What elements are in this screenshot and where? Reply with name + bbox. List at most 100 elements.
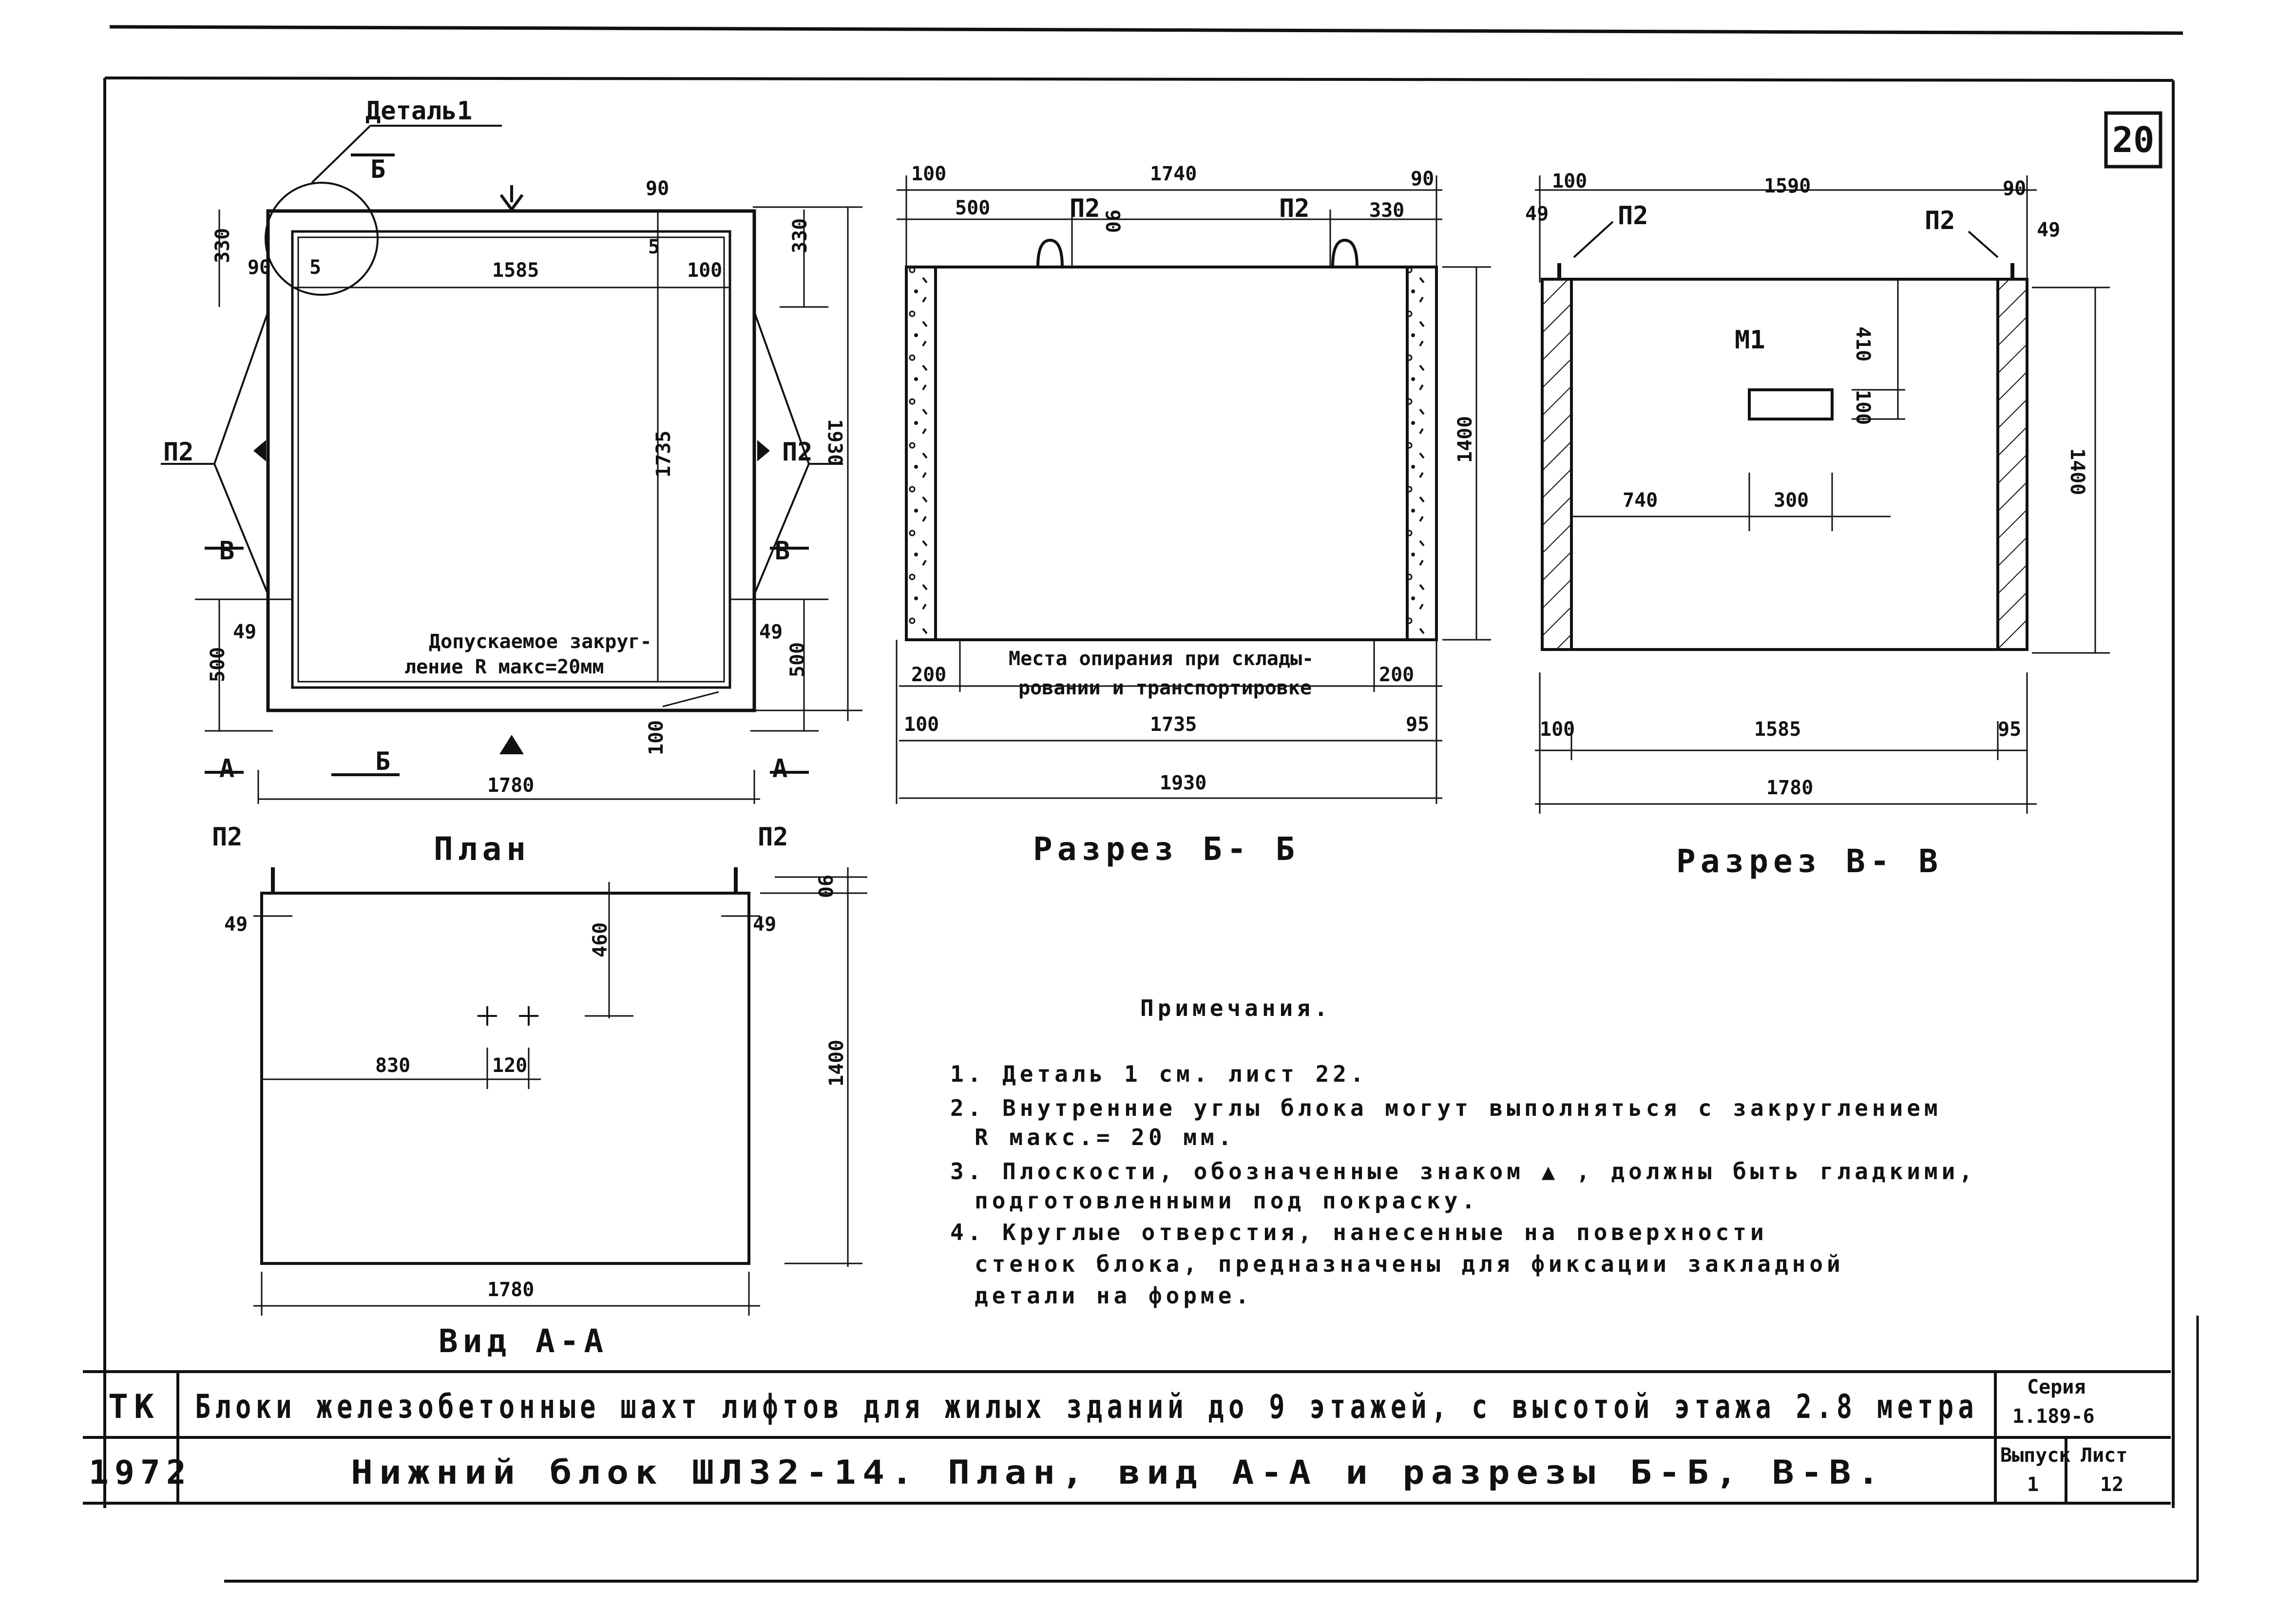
bb-dim-1735: 1735	[1150, 713, 1197, 736]
section-a-label-right: А	[772, 754, 787, 784]
aa-p2-left: П2	[212, 822, 243, 852]
vv-dim-100-part: 100	[1852, 390, 1874, 425]
vv-dim-1780: 1780	[1766, 777, 1813, 799]
dim-5-b: 5	[648, 236, 660, 258]
dim-100-top: 100	[687, 259, 722, 282]
bb-dim-200-left: 200	[911, 664, 946, 686]
vv-p2-right: П2	[1925, 206, 1955, 235]
bb-p2-right: П2	[1279, 194, 1310, 223]
note-line-8: детали на форме.	[975, 1282, 1253, 1309]
series-value: 1.189-6	[2012, 1405, 2095, 1428]
bb-dim-1930: 1930	[1160, 772, 1206, 794]
aa-dim-90: 90	[814, 875, 836, 898]
support-note-line1: Места опирания при склады-	[1009, 648, 1314, 670]
note-line-2: 2. Внутренние углы блока могут выполнять…	[950, 1095, 1942, 1121]
aa-dim-1400: 1400	[825, 1040, 848, 1087]
dim-1780: 1780	[487, 774, 534, 797]
section-b-label-top: Б	[370, 155, 385, 184]
aa-dim-120: 120	[492, 1054, 527, 1077]
dim-330-right: 330	[789, 218, 811, 253]
view-aa: П2 П2 90 49 49 460 830 120 1400 1780 Вид…	[212, 822, 867, 1360]
aa-dim-1780: 1780	[487, 1279, 534, 1301]
vv-dim-100: 100	[1552, 170, 1587, 192]
title-row-1: Блоки железобетонные шахт лифтов для жил…	[195, 1388, 1978, 1426]
p2-label-left: П2	[163, 438, 194, 467]
dim-500-right: 500	[786, 642, 809, 677]
bb-dim-1400: 1400	[1454, 416, 1476, 463]
support-note-line2: ровании и транспортировке	[1018, 677, 1312, 699]
bb-dim-100-bottom: 100	[904, 713, 939, 736]
dim-5-a: 5	[309, 256, 321, 279]
bb-dim-330: 330	[1369, 199, 1404, 222]
dim-90-top: 90	[646, 177, 669, 200]
vv-dim-49-right: 49	[2037, 219, 2060, 241]
dim-330-left: 330	[211, 228, 234, 263]
vv-dim-100-bottom: 100	[1540, 718, 1575, 741]
notes-block: Примечания. 1. Деталь 1 см. лист 22. 2. …	[950, 995, 1976, 1309]
vv-dim-410: 410	[1852, 326, 1874, 362]
sheet-value: 12	[2100, 1473, 2124, 1496]
section-vv-title: Разрез В- В	[1676, 842, 1943, 880]
section-bb-title: Разрез Б- Б	[1033, 830, 1300, 868]
dim-500-left: 500	[207, 647, 229, 682]
detail-callout: Деталь1	[365, 96, 472, 126]
bb-dim-90-hook: 90	[1101, 210, 1124, 233]
dim-100-bottom: 100	[645, 720, 668, 755]
notes-heading: Примечания.	[1140, 995, 1332, 1021]
series-label: Серия	[2027, 1376, 2086, 1398]
vv-dim-95: 95	[1998, 718, 2021, 741]
title-block: ТК 1972 Блоки железобетонные шахт лифтов…	[83, 1370, 2171, 1505]
section-v-label-right: В	[775, 536, 790, 566]
section-vv-view: 100 1590 90 49 49 П2 П2 М1 410 100 740 3…	[1525, 170, 2110, 880]
rounding-note-line1: Допускаемое закруг-	[429, 631, 652, 653]
section-a-label-left: А	[219, 754, 234, 784]
note-line-7: стенок блока, предназначены для фиксации…	[975, 1251, 1844, 1277]
dim-49-left: 49	[233, 621, 256, 643]
vv-p2-left: П2	[1618, 201, 1648, 230]
aa-dim-830: 830	[375, 1054, 410, 1077]
sheet-number: 20	[2112, 119, 2155, 160]
vv-dim-1400: 1400	[2066, 448, 2088, 495]
bb-dim-200-right: 200	[1379, 664, 1414, 686]
vv-dim-1585: 1585	[1754, 718, 1801, 741]
issue-value: 1	[2027, 1473, 2039, 1496]
vv-dim-90: 90	[2003, 177, 2026, 200]
year: 1972	[89, 1453, 192, 1492]
aa-dim-49-left: 49	[224, 913, 248, 936]
dim-1735: 1735	[652, 431, 675, 478]
bb-p2-left: П2	[1070, 194, 1100, 223]
section-b-label-bottom: Б	[375, 747, 390, 776]
vv-m1-label: М1	[1735, 325, 1765, 355]
note-line-4: 3. Плоскости, обозначенные знаком ▲ , до…	[950, 1158, 1976, 1185]
vv-dim-740: 740	[1623, 489, 1658, 512]
dim-49-right: 49	[759, 621, 783, 643]
bb-dim-1740: 1740	[1150, 163, 1197, 185]
vv-dim-300: 300	[1774, 489, 1809, 512]
aa-dim-460: 460	[589, 922, 612, 957]
bb-dim-100: 100	[911, 163, 946, 185]
rounding-note-line2: ление R макс=20мм	[404, 656, 604, 678]
aa-dim-49-right: 49	[753, 913, 776, 936]
note-line-3: R макс.= 20 мм.	[975, 1124, 1235, 1150]
p2-label-right: П2	[782, 438, 813, 467]
dim-1930: 1930	[823, 419, 846, 466]
plan-view: Деталь1 Б Б В В А А П2 П2 Допускаемое за…	[161, 96, 862, 868]
org-code: ТК	[108, 1388, 160, 1426]
issue-label: Выпуск	[2000, 1444, 2071, 1467]
bb-dim-500: 500	[955, 197, 990, 219]
plan-title: План	[434, 830, 531, 868]
section-bb-view: 100 1740 90 500 П2 90 П2 330 1400 Места …	[896, 163, 1491, 868]
note-line-6: 4. Круглые отверстия, нанесенные на пове…	[950, 1219, 1768, 1245]
bb-dim-90: 90	[1411, 168, 1434, 190]
section-v-label-left: В	[219, 536, 234, 566]
dim-90-left: 90	[248, 256, 271, 279]
title-row-2: Нижний блок ШЛ32-14. План, вид А-А и раз…	[351, 1453, 1886, 1492]
bb-dim-95: 95	[1406, 713, 1429, 736]
view-aa-title: Вид А-А	[439, 1322, 608, 1360]
vv-dim-49-left: 49	[1525, 203, 1549, 225]
dim-1585: 1585	[492, 259, 539, 282]
note-line-5: подготовленными под покраску.	[975, 1187, 1479, 1214]
sheet-frame	[103, 25, 2199, 1583]
sheet-label: Лист	[2081, 1444, 2127, 1467]
